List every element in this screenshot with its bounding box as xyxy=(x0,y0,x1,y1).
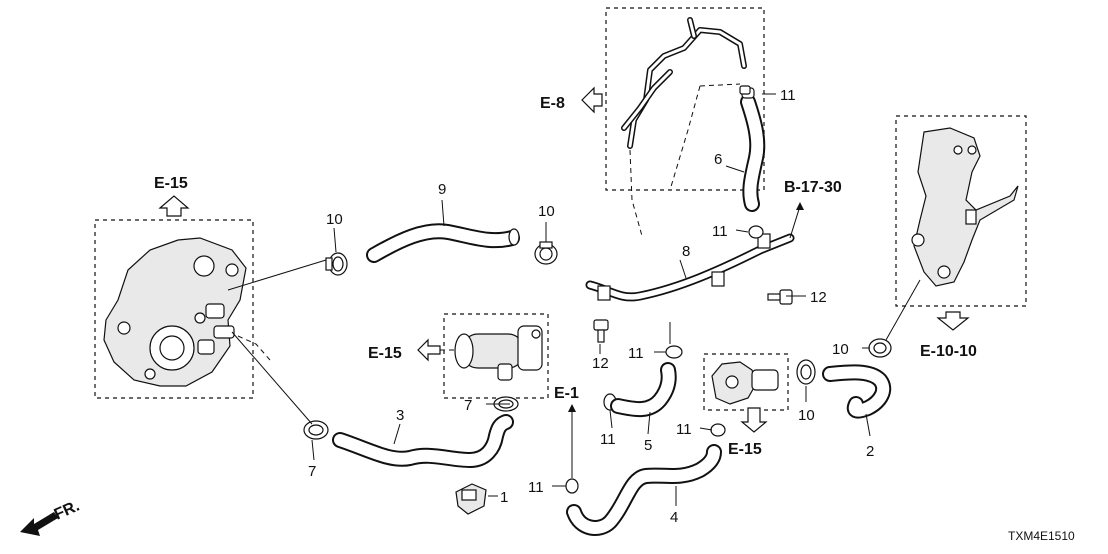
part-label-4: 4 xyxy=(670,509,678,526)
e15-top-arrow-icon xyxy=(158,195,190,217)
ref-e15-bottom: E-15 xyxy=(728,441,762,458)
part-label-2: 2 xyxy=(866,443,874,460)
clamp-10-a xyxy=(325,252,348,276)
bolt-12-a xyxy=(593,319,609,343)
clamp-7-a xyxy=(303,420,329,440)
clamp-10-d xyxy=(868,338,892,358)
hose-4 xyxy=(566,444,722,536)
thermostat-housing xyxy=(103,237,247,387)
hose-2 xyxy=(822,364,892,419)
part-label-5: 5 xyxy=(644,437,652,454)
part-label-11-d: 11 xyxy=(600,431,616,448)
clamp-10-c xyxy=(796,359,816,385)
part-label-11-f: 11 xyxy=(528,479,544,496)
bracket-e10 xyxy=(911,127,1019,287)
e10-arrow-icon xyxy=(936,311,970,331)
hose-9 xyxy=(366,223,520,263)
clip-1 xyxy=(455,483,487,515)
clamp-11-a xyxy=(739,85,751,95)
ref-e10-10: E-10-10 xyxy=(920,343,977,360)
b17-arrow-head xyxy=(796,202,804,210)
clamp-10-b xyxy=(534,241,558,265)
e15-connector-part xyxy=(454,325,543,381)
part-label-7-a: 7 xyxy=(308,463,316,480)
front-label: FR. xyxy=(52,498,82,524)
e15-mid-arrow-icon xyxy=(417,338,441,362)
clamp-11-b xyxy=(748,225,764,239)
diagram-code: TXM4E1510 xyxy=(1008,529,1075,543)
hose-5 xyxy=(610,362,677,418)
part-label-12-a: 12 xyxy=(810,289,827,306)
clamp-11-e xyxy=(710,423,726,437)
bolt-12-b xyxy=(767,289,793,305)
part-label-1: 1 xyxy=(500,489,508,506)
ref-b17-30: B-17-30 xyxy=(784,179,842,196)
water-pipe-box xyxy=(605,7,765,191)
ref-e15-top: E-15 xyxy=(154,175,188,192)
hose-3 xyxy=(332,414,514,468)
part-label-10-c: 10 xyxy=(798,407,815,424)
clamp-11-f xyxy=(565,478,579,494)
part-label-9: 9 xyxy=(438,181,446,198)
leader-lines xyxy=(227,93,921,506)
water-joint xyxy=(711,361,779,405)
ref-e8: E-8 xyxy=(540,95,565,112)
clamp-11-c xyxy=(665,345,683,359)
part-label-11-e: 11 xyxy=(676,421,692,438)
e15-connector-box xyxy=(443,313,549,399)
part-label-10-b: 10 xyxy=(538,203,555,220)
e8-arrow-icon xyxy=(581,86,603,114)
part-label-11-b: 11 xyxy=(712,223,728,240)
front-direction-arrow-icon xyxy=(20,512,58,536)
water-pipe-top xyxy=(621,17,747,149)
part-label-11-a: 11 xyxy=(780,87,796,104)
e10-bracket-box xyxy=(895,115,1027,307)
part-label-11-c: 11 xyxy=(628,345,644,362)
part-label-7-b: 7 xyxy=(464,397,472,414)
e15-joint-box xyxy=(703,353,789,411)
part-label-10-d: 10 xyxy=(832,341,849,358)
part-label-6: 6 xyxy=(714,151,722,168)
pipe-8 xyxy=(585,233,795,302)
e1-arrow-head xyxy=(568,404,576,412)
dashed-guide-lines xyxy=(237,83,741,361)
part-label-8: 8 xyxy=(682,243,690,260)
ref-e15-mid: E-15 xyxy=(368,345,402,362)
hose-6 xyxy=(740,87,766,212)
part-label-12-b: 12 xyxy=(592,355,609,372)
e15-bottom-arrow-icon xyxy=(740,407,768,433)
part-label-3: 3 xyxy=(396,407,404,424)
ref-e1: E-1 xyxy=(554,385,579,402)
part-label-10-a: 10 xyxy=(326,211,343,228)
